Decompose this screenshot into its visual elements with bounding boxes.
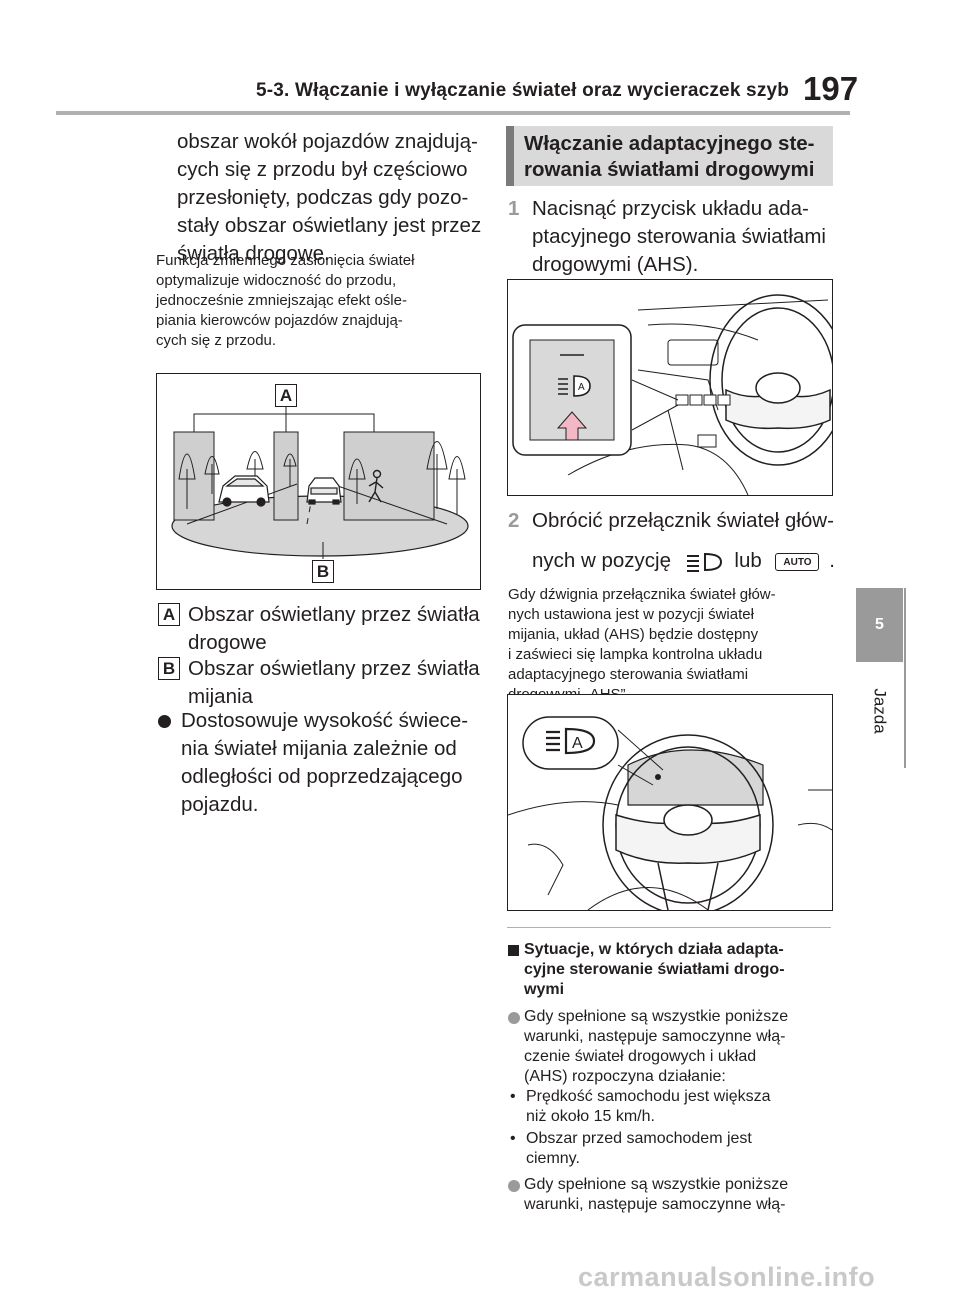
- text-span: nych w pozycję: [532, 549, 672, 572]
- legend-key-b: B: [158, 657, 180, 680]
- condition-2-text: Gdy spełnione są wszystkie poniższe waru…: [524, 1175, 834, 1215]
- text-line: czenie świateł drogowych i układ: [524, 1048, 757, 1065]
- text-line: nia świateł mijania zależnie od: [181, 737, 457, 760]
- text-line: Funkcja zmiennego zasłonięcia świateł: [156, 252, 415, 269]
- step-2-line-1: Obrócić przełącznik świateł głów-: [532, 509, 834, 532]
- text-line: Gdy spełnione są wszystkie poniższe: [524, 1008, 789, 1025]
- step-1-text: Nacisnąć przycisk układu ada- ptacyjnego…: [532, 195, 842, 279]
- subheading-square: [508, 945, 519, 956]
- text-line: drogowymi (AHS).: [532, 253, 699, 276]
- text-line: warunki, następuje samoczynne włą-: [524, 1028, 786, 1045]
- text-line: Obszar przed samochodem jest: [526, 1130, 752, 1147]
- headlight-area-illustration: [171, 398, 469, 559]
- text-line: przesłonięty, podczas gdy pozo-: [177, 186, 469, 209]
- text-line: niż około 15 km/h.: [526, 1108, 655, 1125]
- ahs-button-illustration: A: [512, 294, 847, 496]
- legend-text-b: Obszar oświetlany przez światła mijania: [188, 655, 488, 711]
- step-2-note: Gdy dźwignia przełącznika świateł głów- …: [508, 585, 838, 705]
- chapter-number: 5: [875, 616, 884, 633]
- figure-label-a: A: [275, 384, 297, 407]
- text-line: cych się z przodu.: [156, 332, 277, 349]
- section-heading: Włączanie adaptacyjnego ste- rowania świ…: [506, 126, 833, 186]
- watermark: carmanualsonline.info: [578, 1262, 876, 1292]
- note-paragraph: Funkcja zmiennego zasłonięcia świateł op…: [156, 251, 486, 351]
- text-line: i zaświeci się lampka kontrolna układu: [508, 646, 763, 663]
- text-line: piania kierowców pojazdów znajdują-: [156, 312, 403, 329]
- heading-line: rowania światłami drogowymi: [524, 158, 815, 181]
- svg-text:A: A: [578, 382, 585, 393]
- chapter-tab-rule: [904, 588, 906, 768]
- text-line: Sytuacje, w których działa adapta-: [524, 941, 784, 958]
- page-number: 197: [803, 70, 859, 107]
- text-line: odległości od poprzedzającego: [181, 765, 463, 788]
- step-number-2: 2: [508, 509, 520, 532]
- condition-1-text: Gdy spełnione są wszystkie poniższe waru…: [524, 1007, 834, 1087]
- heading-line: Włączanie adaptacyjnego ste-: [524, 132, 815, 155]
- text-line: Prędkość samochodu jest większa: [526, 1088, 771, 1105]
- text-line: jednocześnie zmniejszając efekt ośle-: [156, 292, 407, 309]
- text-span: lub: [734, 549, 762, 572]
- header-rule: [56, 111, 850, 115]
- auto-position-icon: AUTO: [775, 552, 820, 571]
- legend-key-a: A: [158, 603, 180, 626]
- text-span: .: [829, 549, 835, 572]
- high-beam-icon: [685, 551, 725, 573]
- step-number-1: 1: [508, 197, 520, 220]
- text-line: (AHS) rozpoczyna działanie:: [524, 1068, 726, 1085]
- text-line: mijania, układ (AHS) będzie dostępny: [508, 626, 759, 643]
- headlight-area-figure: A B: [156, 373, 481, 590]
- text-line: ciemny.: [526, 1150, 580, 1167]
- text-line: Nacisnąć przycisk układu ada-: [532, 197, 809, 220]
- text-line: Obszar oświetlany przez światła: [188, 657, 480, 680]
- list-item-2: Obszar przed samochodem jest ciemny.: [526, 1129, 836, 1169]
- intro-paragraph: obszar wokół pojazdów znajdują- cych się…: [177, 128, 497, 268]
- text-line: cyjne sterowanie światłami drogo-: [524, 961, 785, 978]
- text-line: cych się z przodu był częściowo: [177, 158, 468, 181]
- legend-text-a: Obszar oświetlany przez światła drogowe: [188, 601, 488, 657]
- condition-bullet: [508, 1012, 520, 1024]
- text-line: wymi: [524, 981, 565, 998]
- chapter-tab: 5: [856, 588, 903, 662]
- text-line: optymalizuje widoczność do przodu,: [156, 272, 397, 289]
- condition-bullet: [508, 1180, 520, 1192]
- running-header: 5-3. Włączanie i wyłączanie świateł oraz…: [256, 80, 790, 101]
- text-line: Obszar oświetlany przez światła: [188, 603, 480, 626]
- text-line: warunki, następuje samoczynne włą-: [524, 1196, 786, 1213]
- text-line: Gdy spełnione są wszystkie poniższe: [524, 1176, 789, 1193]
- text-line: obszar wokół pojazdów znajdują-: [177, 130, 478, 153]
- section-divider: [507, 927, 831, 928]
- ahs-indicator-illustration: A: [507, 716, 833, 916]
- text-line: Dostosowuje wysokość świece-: [181, 709, 469, 732]
- list-bullet: •: [510, 1088, 516, 1105]
- subheading: Sytuacje, w których działa adapta- cyjne…: [524, 940, 834, 1000]
- svg-text:A: A: [572, 735, 583, 752]
- text-line: stały obszar oświetlany jest przez: [177, 214, 482, 237]
- figure-label-b: B: [312, 560, 334, 583]
- text-line: Gdy dźwignia przełącznika świateł głów-: [508, 586, 776, 603]
- text-line: adaptacyjnego sterowania światłami: [508, 666, 749, 683]
- chapter-label: Jazda: [856, 676, 903, 746]
- chapter-label-text: Jazda: [870, 688, 890, 734]
- step-2-line-2: nych w pozycję lub AUTO .: [532, 547, 842, 575]
- ahs-indicator-figure: A: [507, 694, 833, 916]
- bullet-paragraph: Dostosowuje wysokość świece- nia świateł…: [181, 707, 491, 819]
- text-line: mijania: [188, 685, 253, 708]
- bullet-dot: [158, 715, 171, 728]
- text-line: pojazdu.: [181, 793, 259, 816]
- ahs-button-figure: A: [507, 279, 847, 496]
- text-line: ptacyjnego sterowania światłami: [532, 225, 826, 248]
- list-bullet: •: [510, 1130, 516, 1147]
- text-line: drogowe: [188, 631, 267, 654]
- text-line: nych ustawiona jest w pozycji świateł: [508, 606, 754, 623]
- list-item-1: Prędkość samochodu jest większa niż okoł…: [526, 1087, 836, 1127]
- text-line: światła drogowe.: [177, 242, 330, 265]
